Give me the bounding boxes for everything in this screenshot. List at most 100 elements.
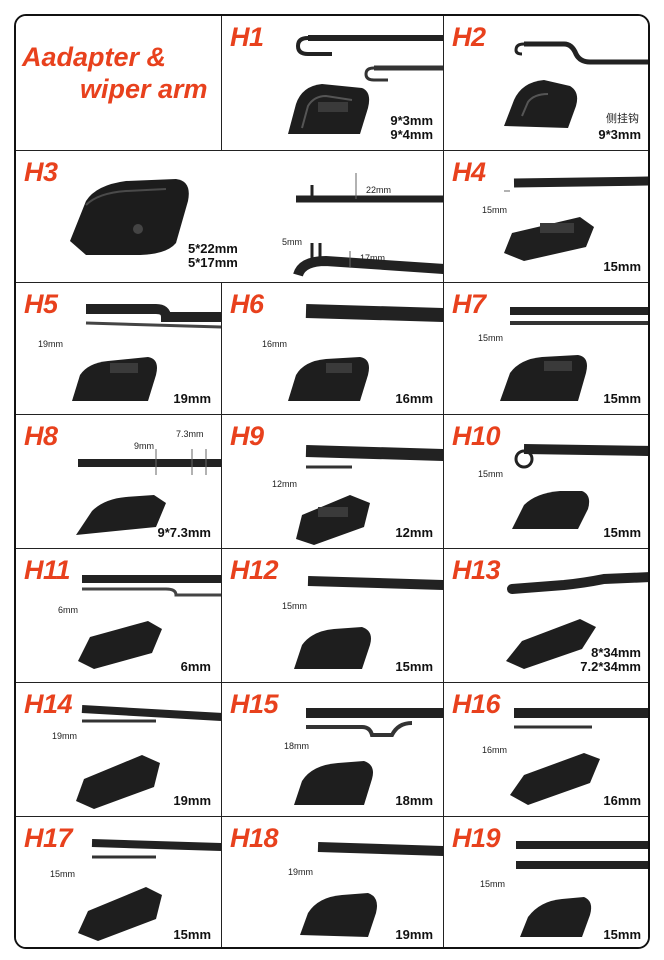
h3-adapter-drawing xyxy=(70,173,443,277)
adapter-cell-h8: H8 9mm 7.3mm 9*7.3mm xyxy=(16,415,222,549)
h9-adapter-drawing xyxy=(296,445,443,545)
adapter-code: H6 xyxy=(230,289,264,319)
h18-adapter-drawing xyxy=(300,842,443,937)
adapter-cell-h5: H5 19mm 19mm xyxy=(16,283,222,415)
adapter-cell-h13: H13 8*34mm 7.2*34mm xyxy=(444,549,648,683)
adapter-cell-h14: H14 19mm 19mm xyxy=(16,683,222,817)
adapter-cell-h10: H10 15mm 15mm xyxy=(444,415,648,549)
adapter-code: H8 xyxy=(24,421,58,451)
title-line-1: Aadapter & xyxy=(22,42,167,72)
dimension-label: 16mm xyxy=(482,745,508,755)
adapter-size: 15mm xyxy=(603,391,641,406)
adapter-code: H18 xyxy=(230,823,279,853)
wiper-arm-hook-drawing xyxy=(288,35,443,134)
adapter-code: H16 xyxy=(452,689,501,719)
adapter-size: 16mm xyxy=(603,793,641,808)
h17-adapter-drawing xyxy=(78,839,221,941)
adapter-size: 15mm xyxy=(603,927,641,942)
h12-adapter-drawing xyxy=(294,576,443,669)
adapter-size: 15mm xyxy=(395,659,433,674)
dimension-label: 6mm xyxy=(58,605,78,615)
adapter-size: 18mm xyxy=(395,793,433,808)
dimension-label: 9mm xyxy=(134,441,154,451)
h8-adapter-drawing xyxy=(76,449,221,535)
dimension-label: 15mm xyxy=(480,879,506,889)
adapter-code: H5 xyxy=(24,289,58,319)
dimension-label: 12mm xyxy=(272,479,298,489)
adapter-code: H13 xyxy=(452,555,501,585)
dimension-label: 15mm xyxy=(478,333,504,343)
adapter-code: H15 xyxy=(230,689,279,719)
adapter-size: 19mm xyxy=(173,793,211,808)
dimension-label: 22mm xyxy=(366,185,392,195)
adapter-code: H12 xyxy=(230,555,279,585)
adapter-size: 15mm xyxy=(173,927,211,942)
adapter-code: H3 xyxy=(24,157,58,187)
adapter-size: 5*22mm 5*17mm xyxy=(188,241,238,270)
adapter-code: H14 xyxy=(24,689,73,719)
dimension-label: 5mm xyxy=(282,237,302,247)
adapter-cell-h9: H9 12mm 12mm xyxy=(222,415,444,549)
adapter-cell-h1: H1 9*3mm 9*4mm xyxy=(222,16,444,151)
adapter-cell-h6: H6 16mm 16mm xyxy=(222,283,444,415)
h16-adapter-drawing xyxy=(510,708,648,805)
h13-adapter-drawing xyxy=(506,572,648,669)
adapter-code: H1 xyxy=(230,22,264,52)
adapter-size: 6mm xyxy=(180,659,211,674)
adapter-code: H4 xyxy=(452,157,486,187)
adapter-cell-h2: H2 侧挂钩 9*3mm xyxy=(444,16,648,151)
adapter-size: 9*3mm xyxy=(598,127,641,142)
adapter-cell-h18: H18 19mm 19mm xyxy=(222,817,444,947)
adapter-code: H17 xyxy=(24,823,73,853)
adapter-size: 16mm xyxy=(395,391,433,406)
h11-adapter-drawing xyxy=(78,575,221,669)
adapter-code: H11 xyxy=(24,555,71,585)
adapter-cell-h11: H11 6mm 6mm xyxy=(16,549,222,683)
dimension-label: 15mm xyxy=(50,869,76,879)
h10-adapter-drawing xyxy=(512,444,648,529)
adapter-size: 9*7.3mm xyxy=(157,525,211,540)
adapter-size: 12mm xyxy=(395,525,433,540)
adapter-code: H9 xyxy=(230,421,264,451)
dimension-label: 15mm xyxy=(282,601,308,611)
dimension-label: 18mm xyxy=(284,741,310,751)
adapter-cell-h12: H12 15mm 15mm xyxy=(222,549,444,683)
adapter-size: 9*3mm 9*4mm xyxy=(390,113,433,142)
h19-adapter-drawing xyxy=(516,841,648,937)
dimension-label: 17mm xyxy=(360,253,386,263)
h5-adapter-drawing xyxy=(72,304,221,401)
title-cell: Aadapter & wiper arm xyxy=(16,16,222,151)
dimension-label: 15mm xyxy=(478,469,504,479)
dimension-label: 19mm xyxy=(52,731,78,741)
adapter-size: 8*34mm 7.2*34mm xyxy=(580,645,641,674)
side-hook-note: 侧挂钩 xyxy=(606,112,639,125)
adapter-size: 15mm xyxy=(603,259,641,274)
h15-adapter-drawing xyxy=(294,708,443,805)
h4-adapter-drawing xyxy=(504,176,648,261)
adapter-size: 15mm xyxy=(603,525,641,540)
adapter-cell-h17: H17 15mm 15mm xyxy=(16,817,222,947)
adapter-code: H19 xyxy=(452,823,501,853)
dimension-label: 19mm xyxy=(38,339,64,349)
adapter-size: 19mm xyxy=(395,927,433,942)
adapter-cell-h4: H4 15mm 15mm xyxy=(444,151,648,283)
h6-adapter-drawing xyxy=(288,304,443,401)
title-line-2: wiper arm xyxy=(80,74,208,104)
adapter-code: H7 xyxy=(452,289,486,319)
h14-adapter-drawing xyxy=(76,705,221,809)
adapter-code: H10 xyxy=(452,421,501,451)
h7-adapter-drawing xyxy=(500,307,648,401)
dimension-label: 19mm xyxy=(288,867,314,877)
adapter-grid: Aadapter & wiper arm H1 9*3mm 9*4mm H2 xyxy=(16,16,648,947)
adapter-cell-h7: H7 15mm 15mm xyxy=(444,283,648,415)
dimension-label: 16mm xyxy=(262,339,288,349)
adapter-code: H2 xyxy=(452,22,486,52)
wiper-arm-side-hook-drawing xyxy=(504,41,648,128)
dimension-label: 7.3mm xyxy=(176,429,204,439)
adapter-cell-h19: H19 15mm 15mm xyxy=(444,817,648,947)
adapter-cell-h15: H15 18mm 18mm xyxy=(222,683,444,817)
catalog-sheet: Aadapter & wiper arm H1 9*3mm 9*4mm H2 xyxy=(14,14,650,949)
dimension-label: 15mm xyxy=(482,205,508,215)
adapter-cell-h16: H16 16mm 16mm xyxy=(444,683,648,817)
adapter-cell-h3: H3 22mm 5mm 17mm 5*22mm 5*17mm xyxy=(16,151,444,283)
